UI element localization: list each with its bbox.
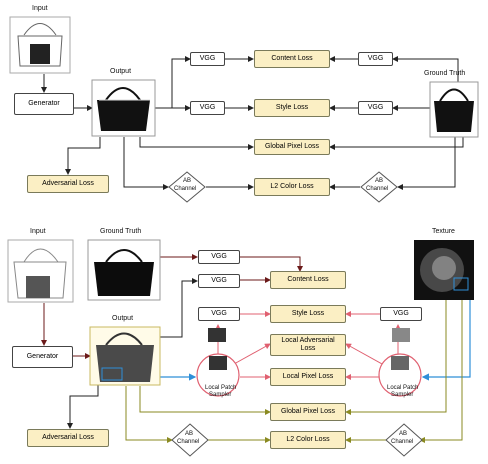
bottom-ab-left-text-2: Channel bbox=[177, 439, 200, 445]
left-patch-thumb bbox=[208, 328, 226, 342]
top-vgg-style-left: VGG bbox=[190, 101, 225, 115]
top-ab-channel-right bbox=[360, 171, 398, 203]
top-ground-truth-image bbox=[429, 81, 479, 138]
top-ab-channel-left bbox=[168, 171, 206, 203]
local-adversarial-loss-line2: Loss bbox=[300, 345, 316, 352]
bottom-vgg-gt: VGG bbox=[198, 250, 240, 264]
bottom-red-connectors bbox=[215, 311, 401, 380]
top-content-loss: Content Loss bbox=[254, 50, 330, 68]
bottom-local-adversarial-loss: Local Adversarial Loss bbox=[270, 334, 346, 356]
bottom-ground-truth-image bbox=[87, 239, 161, 301]
left-sampler-text-2: Sampler bbox=[209, 392, 232, 398]
bottom-vgg-left-patch: VGG bbox=[198, 307, 240, 321]
texture-label: Texture bbox=[432, 228, 455, 235]
bottom-ground-truth-label: Ground Truth bbox=[100, 228, 142, 235]
top-vgg-content-right: VGG bbox=[358, 52, 393, 66]
top-vgg-style-right: VGG bbox=[358, 101, 393, 115]
bottom-global-pixel-loss: Global Pixel Loss bbox=[270, 403, 346, 421]
bottom-ab-right-text-1: AB bbox=[399, 431, 408, 437]
bottom-input-image bbox=[7, 239, 74, 303]
bottom-ab-channel-right bbox=[385, 423, 423, 457]
top-l2-color-loss: L2 Color Loss bbox=[254, 178, 330, 196]
bottom-ab-channel-left bbox=[171, 423, 209, 457]
bottom-style-loss: Style Loss bbox=[270, 305, 346, 323]
top-ab-left-text-1: AB bbox=[182, 178, 191, 184]
local-adversarial-loss-line1: Local Adversarial bbox=[281, 337, 335, 344]
bottom-local-pixel-loss: Local Pixel Loss bbox=[270, 368, 346, 386]
bottom-maroon-connectors bbox=[41, 254, 303, 359]
bottom-ab-left-text-1: AB bbox=[185, 431, 194, 437]
bottom-olive-connectors bbox=[125, 300, 463, 443]
bottom-output-image bbox=[89, 326, 161, 386]
top-style-loss: Style Loss bbox=[254, 99, 330, 117]
top-vgg-content-left: VGG bbox=[190, 52, 225, 66]
right-sampler-text-1: Local Patch bbox=[387, 385, 419, 391]
top-ground-truth-label: Ground Truth bbox=[424, 70, 466, 77]
top-connectors bbox=[41, 56, 464, 190]
top-output-label: Output bbox=[110, 68, 132, 75]
top-output-image bbox=[91, 79, 156, 137]
top-ab-right-text-1: AB bbox=[374, 178, 383, 184]
bottom-content-loss: Content Loss bbox=[270, 271, 346, 289]
texture-image bbox=[414, 240, 474, 300]
bottom-output-label: Output bbox=[112, 315, 134, 322]
top-input-label: Input bbox=[32, 5, 48, 12]
bottom-generator-box: Generator bbox=[12, 346, 73, 368]
local-patch-sampler-right bbox=[378, 353, 422, 397]
right-patch-thumb bbox=[392, 328, 410, 342]
right-sampler-text-2: Sampler bbox=[391, 392, 414, 398]
top-ab-right-text-2: Channel bbox=[366, 186, 389, 192]
bottom-l2-color-loss: L2 Color Loss bbox=[270, 431, 346, 449]
top-generator-box: Generator bbox=[14, 93, 74, 115]
bottom-dark-connectors bbox=[67, 278, 198, 429]
top-input-image bbox=[9, 16, 71, 74]
left-sampler-text-1: Local Patch bbox=[205, 385, 237, 391]
local-patch-sampler-left bbox=[196, 353, 240, 397]
bottom-vgg-output: VGG bbox=[198, 274, 240, 288]
bottom-input-label: Input bbox=[30, 228, 46, 235]
top-ab-left-text-2: Channel bbox=[174, 186, 197, 192]
bottom-vgg-right-patch: VGG bbox=[380, 307, 422, 321]
bottom-adversarial-loss: Adversarial Loss bbox=[27, 429, 109, 447]
top-adversarial-loss: Adversarial Loss bbox=[27, 175, 109, 193]
bottom-ab-right-text-2: Channel bbox=[391, 439, 414, 445]
top-global-pixel-loss: Global Pixel Loss bbox=[254, 139, 330, 155]
